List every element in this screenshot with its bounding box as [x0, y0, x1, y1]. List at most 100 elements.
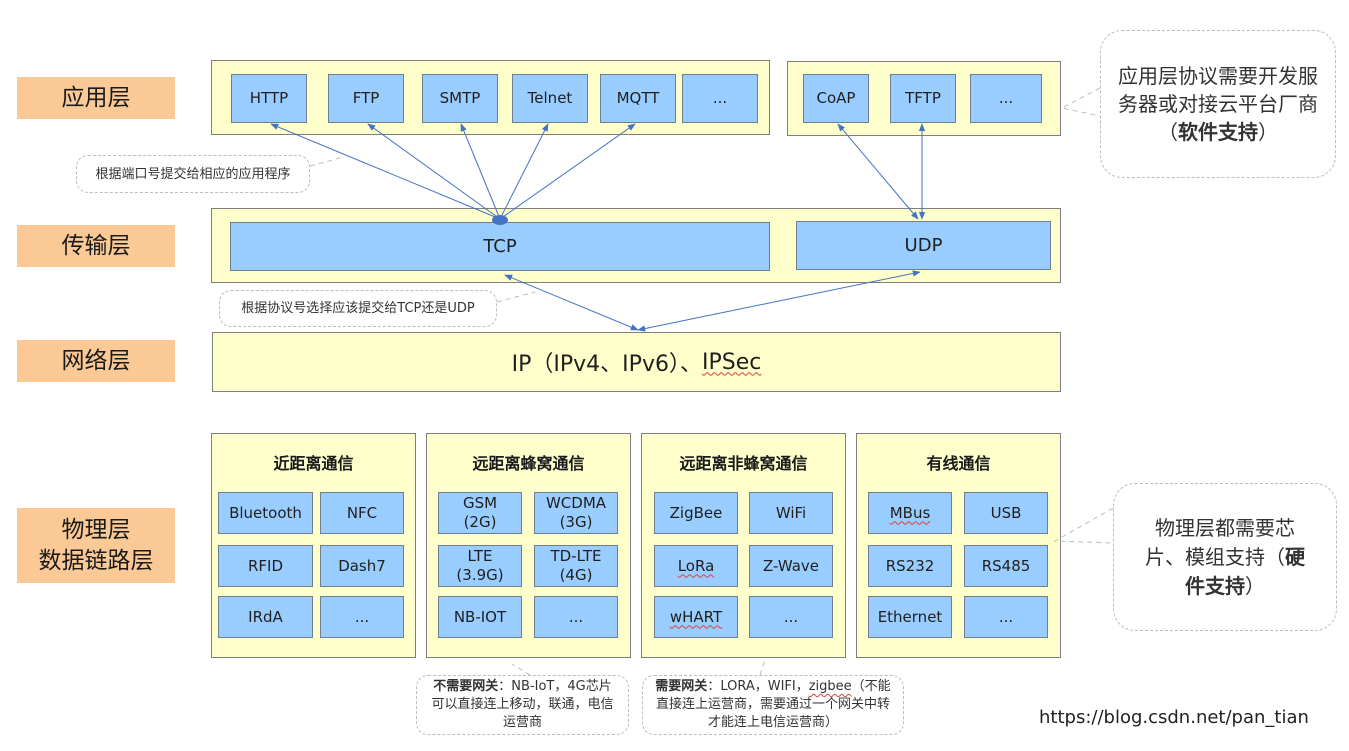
note-text-normal: 应用层协议需要开发服务器或对接云平台厂商（ — [1118, 64, 1318, 144]
software-note-tail — [1060, 87, 1101, 117]
note-text: 根据协议号选择应该提交给TCP还是UDP — [241, 300, 475, 316]
protocol-lora: LoRa — [654, 545, 738, 587]
protocol-mbus: MBus — [868, 492, 952, 534]
protocol-nb-iot: NB-IOT — [438, 596, 522, 638]
network-protocol-ipsec: IPSec — [701, 349, 762, 375]
protocol-label: TCP — [483, 236, 517, 257]
protocol-dash7: Dash7 — [320, 545, 404, 587]
protocol-label: NFC — [346, 503, 378, 522]
protocol-label: wHART — [669, 607, 723, 626]
protocol-label: TFTP — [905, 89, 941, 107]
protocol-tcp: TCP — [230, 222, 770, 271]
protocol-label: FTP — [352, 89, 380, 107]
note-text: 根据端口号提交给相应的应用程序 — [95, 166, 291, 182]
gateway-note-tail — [759, 659, 766, 676]
protocol-udp: UDP — [796, 221, 1051, 270]
arrow-ip-tcp — [504, 274, 639, 331]
protocol-label: ... — [568, 607, 584, 626]
protocol-irda: IRdA — [218, 596, 313, 638]
protocol-label: RS232 — [885, 556, 935, 575]
protocol-gsm: GSM (2G) — [438, 492, 522, 534]
protocol-label: RFID — [247, 556, 284, 575]
category-short-range: 近距离通信 Bluetooth NFC RFID Dash7 IRdA ... — [211, 433, 416, 658]
protocol-wcdma: WCDMA (3G) — [534, 492, 618, 534]
software-note-callout: 应用层协议需要开发服务器或对接云平台厂商（软件支持） — [1100, 30, 1336, 178]
port-note-tail — [309, 157, 341, 167]
protocol-telnet: Telnet — [512, 74, 588, 123]
layer-label-text: 数据链路层 — [38, 547, 154, 574]
gateway-note-callout: 需要网关：LORA，WIFI，zigbee（不能直接连上运营商，需要通过一个网关… — [642, 675, 904, 735]
protocol-label: HTTP — [249, 89, 289, 107]
protocol-z-wave: Z-Wave — [749, 545, 833, 587]
layer-label-physical: 物理层 数据链路层 — [17, 508, 175, 583]
protocol-label: SMTP — [439, 89, 481, 107]
note-text-end: ） — [1245, 573, 1265, 598]
protocol-label: ... — [712, 89, 728, 107]
category-cellular: 远距离蜂窝通信 GSM (2G) WCDMA (3G) LTE (3.9G) T… — [426, 433, 631, 658]
protocol-rfid: RFID — [218, 545, 313, 587]
note-text-underlined: zigbee — [808, 679, 852, 694]
arrow-tcp-telnet — [499, 123, 549, 220]
protocol-label: ZigBee — [669, 503, 723, 522]
protocol-label: CoAP — [816, 89, 856, 107]
layer-label-text: 网络层 — [61, 347, 131, 374]
protocol-ethernet: Ethernet — [868, 596, 952, 638]
note-text-bold: 软件支持 — [1178, 120, 1258, 144]
protocol-label: MQTT — [616, 89, 660, 107]
protocol-label: ... — [354, 607, 370, 626]
arrow-tcp-smtp — [460, 123, 501, 220]
network-protocols-text: IP（IPv4、IPv6）、 — [511, 352, 702, 377]
protocol-more: ... — [534, 596, 618, 638]
layer-label-network: 网络层 — [17, 340, 175, 382]
note-text-normal: 物理层都需要芯片、模组支持（ — [1145, 515, 1295, 569]
hardware-note-callout: 物理层都需要芯片、模组支持（硬件支持） — [1113, 483, 1337, 631]
port-note-callout: 根据端口号提交给相应的应用程序 — [76, 155, 310, 193]
protocol-label: LoRa — [677, 556, 715, 575]
protocol-label: ... — [783, 607, 799, 626]
protocol-label: ... — [998, 607, 1014, 626]
protocol-ftp: FTP — [328, 74, 404, 123]
protocol-more: ... — [320, 596, 404, 638]
no-gateway-note-tail — [511, 663, 531, 676]
layer-label-application: 应用层 — [17, 77, 175, 119]
note-text-end: ） — [1258, 120, 1278, 144]
protocol-note-tail — [496, 291, 536, 303]
protocol-note-callout: 根据协议号选择应该提交给TCP还是UDP — [219, 290, 497, 327]
note-text-bold: 需要网关 — [655, 679, 708, 694]
protocol-smtp: SMTP — [422, 74, 498, 123]
category-title: 有线通信 — [926, 454, 991, 473]
protocol-label: TD-LTE (4G) — [550, 547, 602, 584]
category-non-cellular: 远距离非蜂窝通信 ZigBee WiFi LoRa Z-Wave wHART .… — [641, 433, 846, 658]
note-text: 物理层都需要芯片、模组支持（硬件支持） — [1136, 514, 1314, 601]
protocol-label: GSM (2G) — [462, 494, 498, 531]
protocol-label: WiFi — [775, 503, 807, 522]
protocol-rs232: RS232 — [868, 545, 952, 587]
category-title: 近距离通信 — [273, 454, 354, 473]
protocol-more: ... — [964, 596, 1048, 638]
protocol-more-udp: ... — [970, 74, 1042, 123]
protocol-bluetooth: Bluetooth — [218, 492, 313, 534]
protocol-tftp: TFTP — [890, 74, 956, 123]
category-title: 远距离非蜂窝通信 — [679, 454, 808, 473]
protocol-label: Telnet — [527, 89, 573, 107]
protocol-usb: USB — [964, 492, 1048, 534]
layer-label-text: 传输层 — [61, 232, 131, 259]
note-text: 应用层协议需要开发服务器或对接云平台厂商（软件支持） — [1115, 62, 1321, 146]
note-text-bold: 不需要网关 — [433, 679, 499, 694]
protocol-coap: CoAP — [803, 74, 869, 123]
protocol-label: WCDMA (3G) — [545, 494, 607, 531]
protocol-label: Ethernet — [877, 607, 943, 626]
protocol-label: IRdA — [248, 607, 283, 626]
arrow-udp-coap — [837, 123, 919, 220]
network-layer-box: IP（IPv4、IPv6）、IPSec — [212, 332, 1061, 392]
category-title: 远距离蜂窝通信 — [472, 454, 585, 473]
note-text-normal: （不能直接连上运营商，需要通过一个网关中转才能连上电信运营商） — [655, 679, 891, 730]
protocol-label: Bluetooth — [229, 503, 302, 522]
note-text: 需要网关：LORA，WIFI，zigbee（不能直接连上运营商，需要通过一个网关… — [651, 678, 895, 732]
layer-label-text: 应用层 — [61, 84, 131, 111]
category-wired: 有线通信 MBus USB RS232 RS485 Ethernet ... — [856, 433, 1061, 658]
protocol-label: LTE (3.9G) — [456, 547, 504, 584]
layer-label-transport: 传输层 — [17, 225, 175, 267]
no-gateway-note-callout: 不需要网关：NB-IoT，4G芯片可以直接连上移动，联通，电信运营商 — [416, 675, 629, 735]
protocol-label: RS485 — [981, 556, 1031, 575]
